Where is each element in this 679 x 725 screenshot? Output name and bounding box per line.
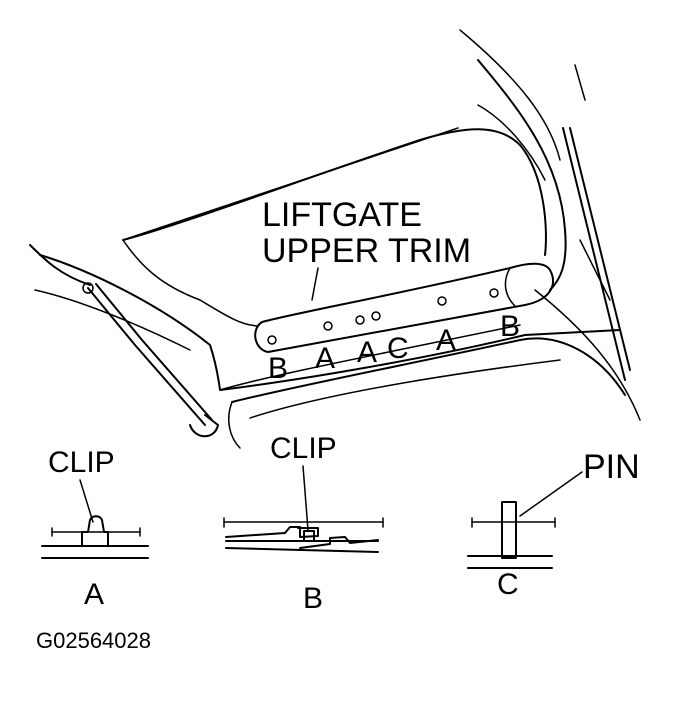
detail-c-pin: PIN C (467, 448, 640, 601)
callout-a-1: A (315, 342, 335, 375)
callout-b-left: B (268, 352, 288, 385)
detail-c-label: C (497, 568, 519, 601)
detail-a-label: A (84, 578, 104, 611)
trim-title-line2: UPPER TRIM (262, 232, 471, 270)
callout-b-right: B (500, 310, 520, 343)
callout-a-3: A (436, 324, 456, 357)
liftgate-upper-trim-panel (254, 262, 554, 353)
detail-a-clip: CLIP A (41, 446, 149, 611)
figure-code: G02564028 (36, 628, 151, 653)
clip-b-label: CLIP (270, 432, 337, 465)
trim-title-line1: LIFTGATE (262, 196, 422, 234)
liftgate-lower-body (29, 244, 626, 449)
callout-c: C (387, 332, 409, 365)
detail-b-clip: CLIP B (223, 432, 384, 615)
callout-a-2: A (357, 336, 377, 369)
clip-a-label: CLIP (48, 446, 115, 479)
detail-b-label: B (303, 582, 323, 615)
pin-label: PIN (583, 448, 640, 486)
